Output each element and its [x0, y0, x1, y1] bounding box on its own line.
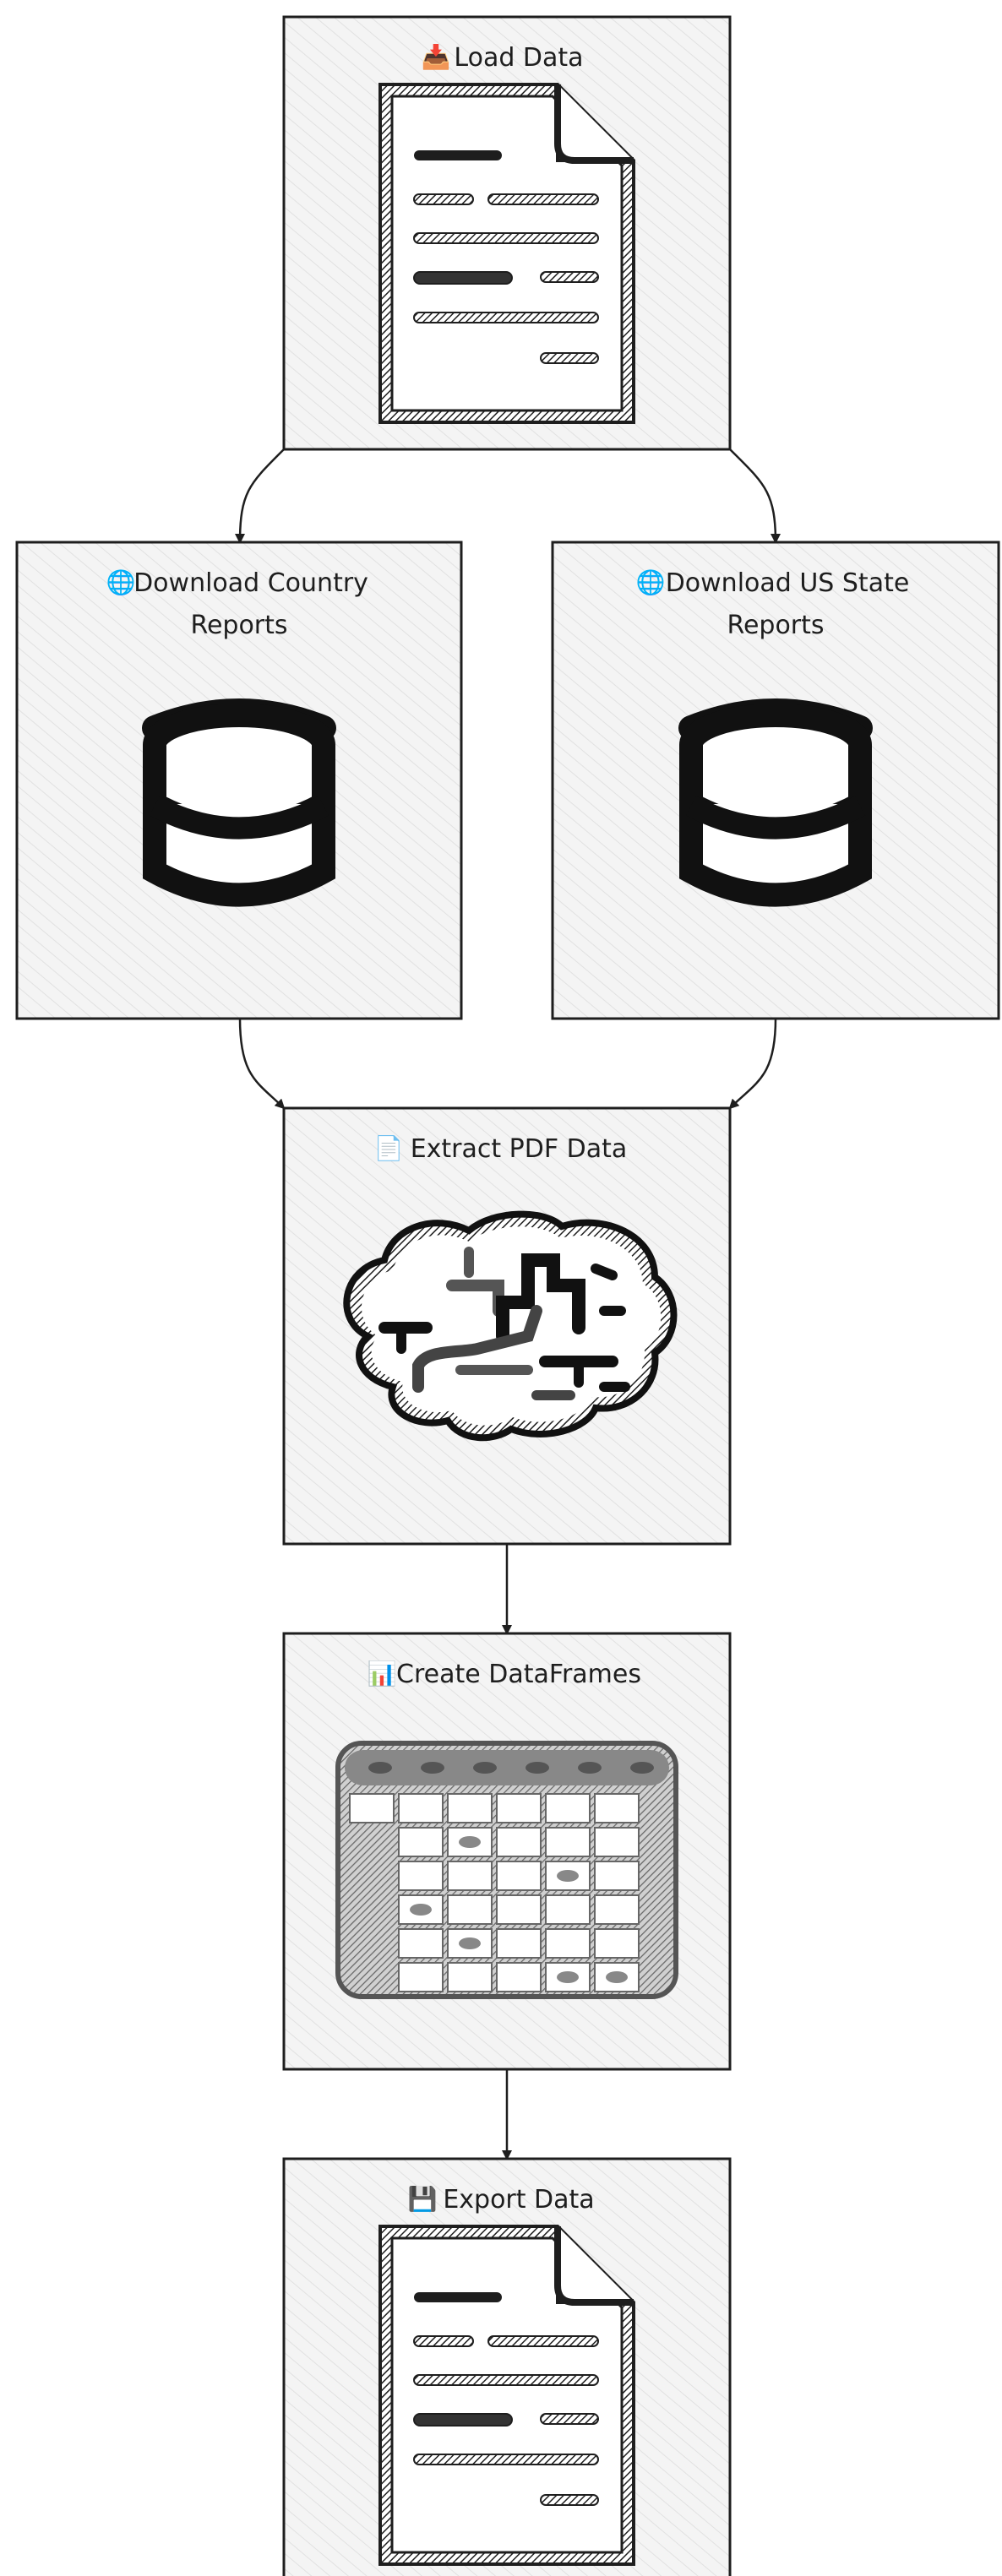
node-label: Reports	[727, 611, 824, 640]
document-icon	[380, 84, 634, 422]
node-load: Load Data📥	[282, 15, 732, 451]
brain-icon	[346, 1215, 673, 1438]
node-export: Export Data💾	[282, 2157, 732, 2576]
node-label: Reports	[190, 611, 287, 640]
node-label: Create DataFrames	[396, 1660, 641, 1689]
bar-chart-icon: 📊	[368, 1660, 397, 1687]
table-cells	[349, 1762, 654, 1992]
node-frames: Create DataFrames📊	[282, 1632, 732, 2071]
inbox-tray-icon: 📥	[422, 43, 451, 71]
globe-icon: 🌐	[106, 568, 136, 596]
database-icon	[691, 711, 860, 895]
database-icon	[155, 711, 324, 895]
node-label: Export Data	[443, 2185, 594, 2215]
nodes: Load Data📥Download CountryReports🌐Downlo…	[15, 15, 1000, 2576]
node-label: Download US State	[666, 568, 910, 598]
floppy-disk-icon: 💾	[408, 2185, 438, 2213]
node-label: Load Data	[454, 43, 583, 73]
document-icon	[380, 2226, 634, 2564]
node-label: Extract PDF Data	[411, 1134, 628, 1164]
edge-country-extract	[238, 1018, 286, 1110]
edge-load-state	[729, 448, 781, 544]
edge-state-extract	[728, 1018, 777, 1110]
edge-load-country	[235, 448, 285, 544]
edges	[235, 448, 781, 2160]
node-label: Download Country	[133, 568, 368, 598]
page-icon: 📄	[374, 1134, 404, 1162]
node-extract: Extract PDF Data📄	[282, 1106, 732, 1546]
globe-icon: 🌐	[636, 568, 666, 596]
